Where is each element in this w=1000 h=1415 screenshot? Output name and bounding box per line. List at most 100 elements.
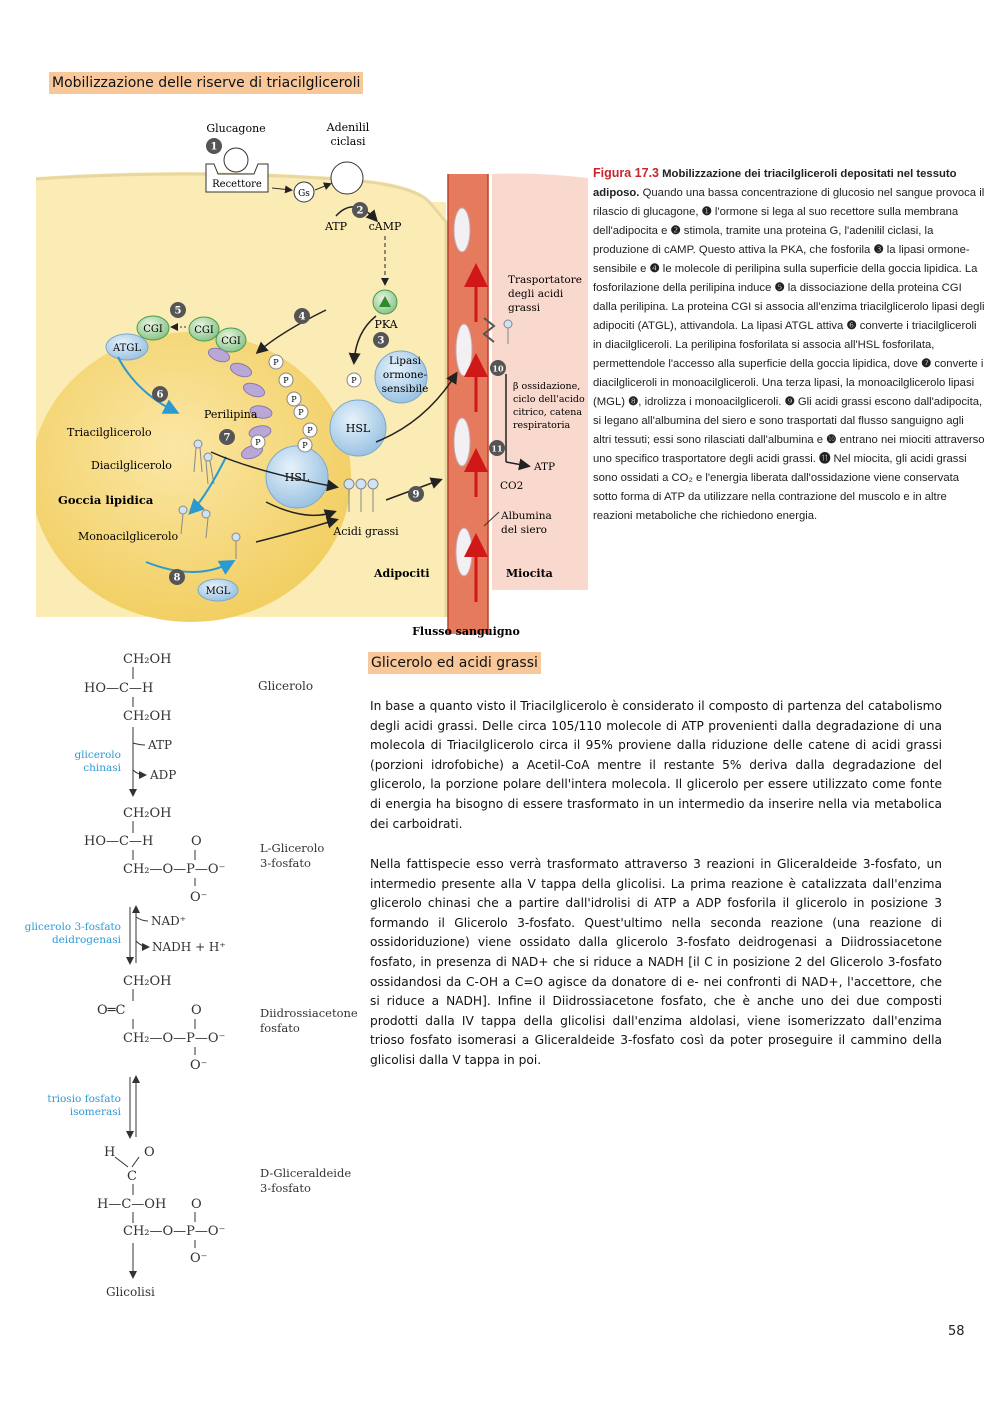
myocyte — [492, 173, 588, 590]
svg-text:sensibile: sensibile — [382, 383, 429, 395]
page-number: 58 — [948, 1324, 965, 1339]
svg-text:5: 5 — [175, 306, 182, 317]
svg-text:degli acidi: degli acidi — [508, 288, 564, 300]
svg-text:P: P — [302, 441, 308, 450]
svg-text:6: 6 — [157, 390, 164, 401]
svg-text:Monoacilglicerolo: Monoacilglicerolo — [78, 530, 178, 543]
svg-text:O: O — [191, 834, 202, 849]
svg-text:11: 11 — [491, 444, 502, 454]
svg-text:fosfato: fosfato — [260, 1021, 300, 1035]
svg-text:9: 9 — [413, 490, 420, 501]
svg-text:β ossidazione,: β ossidazione, — [513, 381, 580, 392]
svg-text:CH₂OH: CH₂OH — [123, 709, 172, 724]
step-badge: 10 — [490, 360, 506, 376]
svg-text:Glicerolo: Glicerolo — [258, 679, 313, 693]
svg-text:Adenilil: Adenilil — [326, 121, 370, 134]
step-badge: 7 — [219, 429, 235, 445]
svg-text:10: 10 — [492, 364, 504, 374]
svg-text:CH₂OH: CH₂OH — [123, 806, 172, 821]
svg-text:CH₂—O—P—O⁻: CH₂—O—P—O⁻ — [123, 1031, 225, 1046]
svg-text:Goccia lipidica: Goccia lipidica — [58, 493, 154, 507]
heading-glycerol: Glicerolo ed acidi grassi — [368, 652, 541, 674]
svg-text:Lipasi: Lipasi — [389, 355, 422, 367]
svg-text:PKA: PKA — [374, 318, 398, 331]
lipid-droplet — [36, 332, 351, 622]
svg-text:CGI: CGI — [221, 336, 241, 347]
receptor — [205, 163, 269, 193]
svg-text:grassi: grassi — [508, 302, 541, 314]
svg-text:CO2: CO2 — [500, 480, 523, 492]
svg-text:P: P — [351, 376, 357, 385]
step-badge: 4 — [294, 308, 310, 324]
svg-text:MGL: MGL — [206, 586, 231, 597]
svg-text:HO—C—H: HO—C—H — [84, 834, 153, 849]
svg-text:Miocita: Miocita — [506, 567, 553, 580]
svg-text:isomerasi: isomerasi — [70, 1106, 122, 1118]
figure-lipid-mobilization: Glucagone Recettore Gs Adenilil ciclasi … — [36, 121, 588, 638]
svg-text:Perilipina: Perilipina — [204, 408, 258, 421]
svg-text:P: P — [298, 408, 304, 417]
step-badge: 5 — [170, 302, 186, 318]
svg-text:Acidi grassi: Acidi grassi — [332, 525, 399, 538]
svg-text:Diidrossiacetone: Diidrossiacetone — [260, 1006, 358, 1020]
svg-text:chinasi: chinasi — [83, 762, 121, 774]
svg-text:Trasportatore: Trasportatore — [508, 274, 582, 286]
svg-text:ciclo dell'acido: ciclo dell'acido — [513, 394, 585, 405]
svg-text:8: 8 — [174, 573, 181, 584]
svg-text:O: O — [144, 1145, 155, 1160]
svg-text:2: 2 — [357, 206, 364, 217]
step-badge: 8 — [169, 569, 185, 585]
svg-text:C: C — [127, 1169, 137, 1184]
svg-text:del siero: del siero — [501, 524, 547, 536]
svg-text:ciclasi: ciclasi — [330, 135, 366, 148]
heading-mobilization: Mobilizzazione delle riserve di triacilg… — [49, 72, 364, 94]
svg-text:1: 1 — [211, 142, 218, 153]
svg-text:P: P — [255, 438, 261, 447]
svg-text:Gs: Gs — [298, 189, 310, 199]
svg-text:H: H — [104, 1145, 115, 1160]
svg-text:O: O — [191, 1003, 202, 1018]
svg-text:ormone-: ormone- — [383, 369, 428, 381]
svg-text:CH₂—O—P—O⁻: CH₂—O—P—O⁻ — [123, 1224, 225, 1239]
svg-text:3: 3 — [378, 336, 385, 347]
step-badge: 11 — [489, 440, 505, 456]
svg-text:CH₂OH: CH₂OH — [123, 652, 172, 667]
step-badge: 6 — [152, 386, 168, 402]
svg-text:ATP: ATP — [147, 738, 172, 752]
svg-text:P: P — [283, 376, 289, 385]
svg-text:Recettore: Recettore — [212, 179, 262, 190]
svg-text:3-fosfato: 3-fosfato — [260, 1181, 311, 1195]
svg-text:CGI: CGI — [194, 325, 214, 336]
svg-text:ATP: ATP — [324, 220, 348, 233]
svg-text:respiratoria: respiratoria — [513, 420, 570, 431]
svg-text:O⁻: O⁻ — [190, 890, 208, 905]
svg-text:deidrogenasi: deidrogenasi — [52, 934, 122, 946]
svg-text:O⁻: O⁻ — [190, 1058, 208, 1073]
svg-text:CH₂—O—P—O⁻: CH₂—O—P—O⁻ — [123, 862, 225, 877]
svg-text:glicerolo: glicerolo — [74, 749, 121, 761]
paragraph-2: Nella fattispecie esso verrà trasformato… — [370, 857, 942, 1067]
svg-text:ADP: ADP — [149, 768, 176, 782]
step-badge: 1 — [206, 138, 222, 154]
svg-text:Triacilglicerolo: Triacilglicerolo — [67, 426, 152, 439]
figure-caption: Figura 17.3 Mobilizzazione dei triacilgl… — [593, 166, 985, 522]
svg-text:L-Glicerolo: L-Glicerolo — [260, 841, 324, 855]
svg-text:glicerolo 3-fosfato: glicerolo 3-fosfato — [25, 921, 121, 933]
svg-text:O⁻: O⁻ — [190, 1251, 208, 1266]
svg-text:P: P — [307, 426, 313, 435]
adenylyl-cyclase — [330, 161, 364, 195]
svg-text:HO—C—H: HO—C—H — [84, 681, 153, 696]
svg-text:7: 7 — [224, 433, 231, 444]
svg-text:citrico, catena: citrico, catena — [513, 407, 582, 418]
step-badge: 3 — [373, 332, 389, 348]
svg-text:Albumina: Albumina — [500, 510, 552, 522]
svg-text:ATGL: ATGL — [112, 343, 141, 354]
svg-text:CH₂OH: CH₂OH — [123, 974, 172, 989]
svg-text:D-Gliceraldeide: D-Gliceraldeide — [260, 1166, 351, 1180]
svg-text:4: 4 — [299, 312, 306, 323]
svg-text:3-fosfato: 3-fosfato — [260, 856, 311, 870]
svg-text:Glicolisi: Glicolisi — [106, 1285, 155, 1299]
svg-text:CGI: CGI — [143, 324, 163, 335]
svg-text:Flusso sanguigno: Flusso sanguigno — [412, 625, 520, 638]
step-badge: 2 — [352, 202, 368, 218]
